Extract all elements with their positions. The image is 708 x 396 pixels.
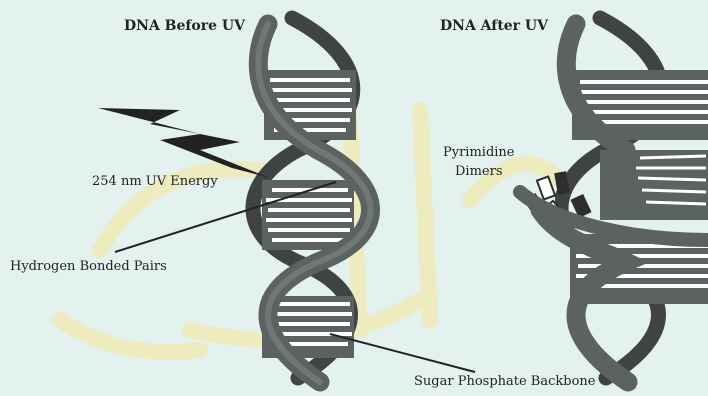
base-pair [270,302,350,306]
base-pair [266,218,352,222]
title-dna-before-uv: DNA Before UV [124,18,245,34]
base-pair [576,90,708,94]
base-pair [580,80,708,84]
label-hydrogen-bonded-pairs: Hydrogen Bonded Pairs [10,259,167,274]
base-pair [266,88,352,92]
base-pair [268,228,350,232]
base-pair [266,312,352,316]
base-pairs-after [570,70,708,304]
label-sugar-phosphate-backbone: Sugar Phosphate Backbone [414,374,596,389]
base-pair [268,322,350,326]
base-pair [268,98,350,102]
base-pair [578,100,708,104]
base-pair-band [600,150,708,220]
base-pair [270,78,350,82]
base-pair [642,190,706,192]
label-uv-energy: 254 nm UV Energy [92,174,218,189]
base-pair [638,178,706,180]
title-dna-after-uv: DNA After UV [440,18,548,34]
label-pyrimidine: Pyrimidine [443,145,515,160]
dna-helix-after [520,18,708,382]
base-pair [268,208,350,212]
base-pair [272,238,348,242]
base-pair [646,202,706,204]
base-pair [640,156,706,158]
dna-helix-before [253,18,371,382]
label-dimers: Dimers [455,164,503,179]
base-pair [576,110,708,114]
